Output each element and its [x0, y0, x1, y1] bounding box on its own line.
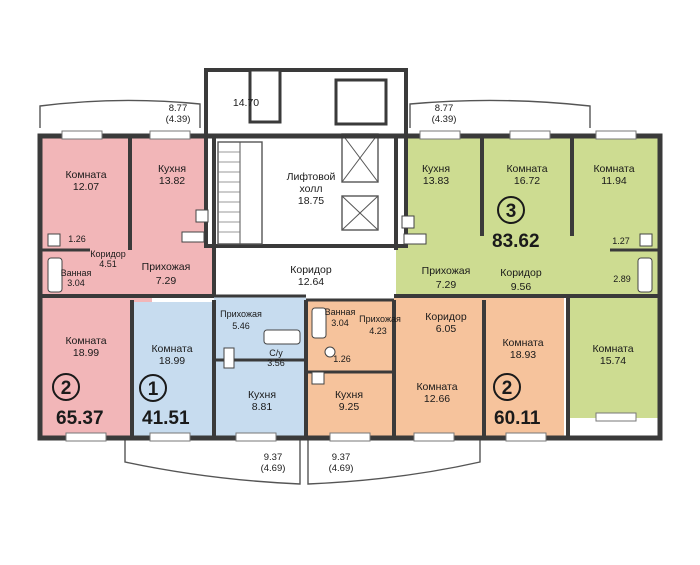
balcony-bottom-right-area: 9.37 — [332, 452, 351, 463]
apt2l-bathroom-name: Ванная — [61, 268, 92, 278]
apt2r-kitchen-name: Кухня — [335, 389, 363, 401]
kitchen-sink-icon — [401, 215, 415, 229]
common-corridor-area: 12.64 — [298, 276, 324, 288]
apt2l-corridor-area: 4.51 — [99, 259, 117, 269]
apt2l-corridor-name: Коридор — [90, 249, 126, 259]
apt3-room-bottom-name: Комната — [592, 343, 633, 355]
apartment-3 — [396, 138, 658, 418]
apt2r-corridor-area: 6.05 — [436, 323, 457, 335]
kitchen-sink-icon — [311, 371, 325, 385]
apt3-kitchen-area: 13.83 — [423, 175, 449, 187]
balcony-top-right-half: (4.39) — [432, 114, 457, 125]
fixtures — [47, 209, 653, 385]
apt3-hall-name: Прихожая — [422, 265, 471, 277]
apt2l-room-bottom-name: Комната — [65, 335, 106, 347]
lift-hall-area: 18.75 — [298, 195, 324, 207]
apt2l-bath-small-area: 1.26 — [68, 234, 86, 244]
apt2r-kitchen-area: 9.25 — [339, 401, 360, 413]
bathtub-icon — [637, 257, 653, 293]
common-corridor-name: Коридор — [290, 264, 332, 276]
sink-icon — [639, 233, 653, 247]
apt1-kitchen-name: Кухня — [248, 389, 276, 401]
apt2r-hall-area: 4.23 — [369, 326, 387, 336]
apt3-rooms-count: 3 — [506, 201, 517, 222]
apt3-room-mid-name: Комната — [506, 163, 547, 175]
apt2r-rooms-badge — [493, 373, 521, 401]
apt3-rooms-badge — [497, 196, 525, 224]
apt1-wc-area: 3.56 — [267, 358, 285, 368]
apt2r-toilet-area: 1.26 — [333, 354, 351, 364]
apt2l-hall-name: Прихожая — [142, 261, 191, 273]
balcony-bottom-left-area: 9.37 — [264, 452, 283, 463]
apt1-hall-name: Прихожая — [220, 309, 262, 319]
apt2l-room-top-name: Комната — [65, 169, 106, 181]
apt3-room-mid-area: 16.72 — [514, 175, 540, 187]
apt2r-room-mid-name: Комната — [416, 381, 457, 393]
kitchen-sink-icon — [223, 347, 235, 369]
kitchen-sink-icon — [195, 209, 209, 223]
apt1-room-area: 18.99 — [159, 355, 185, 367]
apt1-kitchen-area: 8.81 — [252, 401, 273, 413]
apt3-toilet-area: 1.27 — [612, 236, 630, 246]
apt3-hall-area: 7.29 — [436, 279, 457, 291]
apt2r-room-mid-area: 12.66 — [424, 393, 450, 405]
apt2r-room-right-area: 18.93 — [510, 349, 536, 361]
building-core — [204, 68, 408, 248]
apt3-corridor-name: Коридор — [500, 267, 542, 279]
lift-hall-name-1: Лифтовой — [287, 171, 336, 183]
apt2r-rooms-count: 2 — [502, 378, 513, 399]
balcony-top-left-half: (4.39) — [166, 114, 191, 125]
windows — [61, 130, 637, 442]
apt3-kitchen-name: Кухня — [422, 163, 450, 175]
apt2l-kitchen-area: 13.82 — [159, 175, 185, 187]
apt2l-rooms-count: 2 — [61, 378, 72, 399]
sink-icon — [47, 233, 61, 247]
balcony-bottom-left — [124, 440, 301, 485]
balcony-top-left-area: 8.77 — [169, 103, 188, 114]
apt1-rooms-badge — [139, 374, 167, 402]
apt2r-hall-name: Прихожая — [359, 314, 401, 324]
balcony-bottom-left-half: (4.69) — [261, 463, 286, 474]
apt2r-corridor-name: Коридор — [425, 311, 467, 323]
lift-hall-name-2: холл — [300, 183, 323, 195]
apt1-wc-name: С/у — [269, 348, 283, 358]
apt2l-room-top-area: 12.07 — [73, 181, 99, 193]
apt2r-room-right-name: Комната — [502, 337, 543, 349]
toilet-icon — [324, 346, 336, 358]
bathtub-icon — [263, 329, 301, 345]
bathtub-icon — [311, 307, 327, 339]
balcony-bottom-right — [307, 440, 481, 485]
apt2r-total-area: 60.11 — [494, 408, 541, 429]
balcony-top-right — [409, 99, 591, 128]
apt3-total-area: 83.62 — [492, 231, 540, 252]
apt2l-total-area: 65.37 — [56, 408, 104, 429]
apt3-room-right-area: 11.94 — [601, 175, 627, 187]
apt1-total-area: 41.51 — [142, 408, 190, 429]
apt1-rooms-count: 1 — [148, 379, 159, 400]
apt2l-hall-area: 7.29 — [156, 275, 177, 287]
balcony-top-right-area: 8.77 — [435, 103, 454, 114]
apt3-room-right-name: Комната — [593, 163, 634, 175]
apt2r-bathroom-name: Ванная — [325, 307, 356, 317]
apt3-room-bottom-area: 15.74 — [600, 355, 626, 367]
stove-icon — [403, 233, 427, 245]
balcony-bottom-right-half: (4.69) — [329, 463, 354, 474]
apt2l-bathroom-area: 3.04 — [67, 278, 85, 288]
apt2l-rooms-badge — [52, 373, 80, 401]
apt3-bathroom-area: 2.89 — [613, 274, 631, 284]
top-room-area: 14.70 — [233, 97, 259, 109]
apt2r-bathroom-area: 3.04 — [331, 318, 349, 328]
stove-icon — [181, 231, 205, 243]
apt1-room-name: Комната — [151, 343, 192, 355]
bathtub-icon — [47, 257, 63, 293]
apt2l-room-bottom-area: 18.99 — [73, 347, 99, 359]
staircase — [217, 141, 263, 245]
balcony-top-left — [39, 99, 201, 128]
apt1-hall-area: 5.46 — [232, 321, 250, 331]
apt2l-kitchen-name: Кухня — [158, 163, 186, 175]
apt3-corridor-area: 9.56 — [511, 281, 532, 293]
